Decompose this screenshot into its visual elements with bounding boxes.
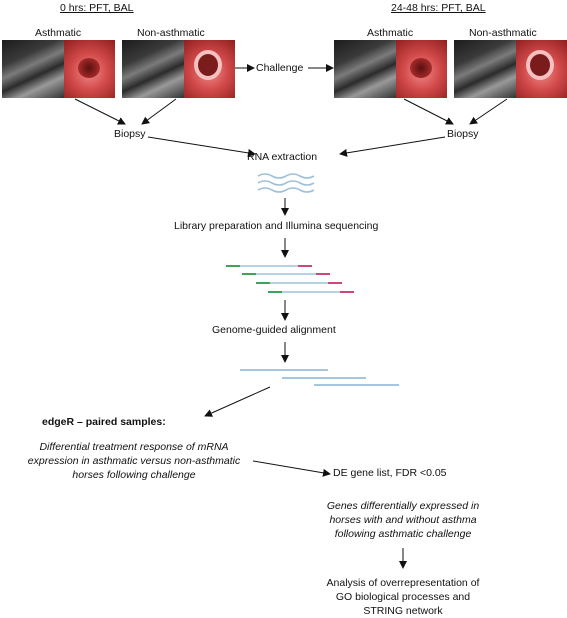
- genes-line1: Genes differentially expressed in: [326, 500, 480, 512]
- photo-non-asthmatic-24-48hrs: [454, 40, 567, 98]
- arrow-aligned-to-edger: [204, 386, 271, 417]
- diff-response-line3: horses following challenge: [72, 469, 196, 481]
- label-non-asthmatic-right: Non-asthmatic: [469, 27, 537, 39]
- arrow-response-to-de-list: [252, 460, 331, 477]
- label-challenge: Challenge: [256, 62, 304, 74]
- label-asthmatic-left: Asthmatic: [35, 27, 82, 39]
- genes-line2: horses with and without asthma: [329, 514, 477, 526]
- label-asthmatic-right: Asthmatic: [367, 27, 414, 39]
- arrow-asthmatic-to-biopsy-right: [403, 98, 454, 125]
- endoscopy-photo: [184, 40, 235, 98]
- horse-photo: [454, 40, 517, 98]
- photo-non-asthmatic-0hrs: [122, 40, 235, 98]
- aligned-reads-icon: [240, 369, 399, 386]
- label-biopsy-right: Biopsy: [447, 128, 479, 140]
- horse-photo: [122, 40, 185, 98]
- arrow-biopsy-right-to-rna: [339, 136, 446, 157]
- label-edger: edgeR – paired samples:: [42, 416, 166, 428]
- header-24-48hrs: 24-48 hrs: PFT, BAL: [391, 2, 486, 14]
- arrow-biopsy-left-to-rna: [147, 136, 256, 157]
- arrow-non-asthmatic-to-biopsy-left: [141, 98, 177, 125]
- horse-photo: [334, 40, 397, 98]
- header-0hrs: 0 hrs: PFT, BAL: [60, 2, 134, 14]
- analysis-line1: Analysis of overrepresentation of: [326, 577, 480, 589]
- photo-asthmatic-24-48hrs: [334, 40, 447, 98]
- photo-asthmatic-0hrs: [2, 40, 115, 98]
- rna-wave-icon: [257, 173, 315, 193]
- diff-response-line1: Differential treatment response of mRNA: [39, 441, 229, 453]
- endoscopy-photo: [396, 40, 447, 98]
- analysis-line2: GO biological processes and: [335, 591, 471, 603]
- arrow-asthmatic-to-biopsy-left: [74, 98, 126, 125]
- horse-photo: [2, 40, 65, 98]
- diff-response-line2: expression in asthmatic versus non-asthm…: [27, 455, 241, 467]
- analysis-line3: STRING network: [363, 605, 443, 617]
- genes-line3: following asthmatic challenge: [334, 528, 472, 540]
- sequencing-reads-icon: [226, 265, 354, 293]
- arrow-non-asthmatic-to-biopsy-right: [469, 98, 508, 125]
- label-biopsy-left: Biopsy: [114, 128, 146, 140]
- label-alignment: Genome-guided alignment: [212, 324, 336, 336]
- endoscopy-photo: [64, 40, 115, 98]
- label-library-prep: Library preparation and Illumina sequenc…: [174, 220, 379, 232]
- endoscopy-photo: [516, 40, 567, 98]
- label-rna-extraction: RNA extraction: [247, 151, 318, 163]
- label-de-gene-list: DE gene list, FDR <0.05: [333, 467, 447, 479]
- label-non-asthmatic-left: Non-asthmatic: [137, 27, 205, 39]
